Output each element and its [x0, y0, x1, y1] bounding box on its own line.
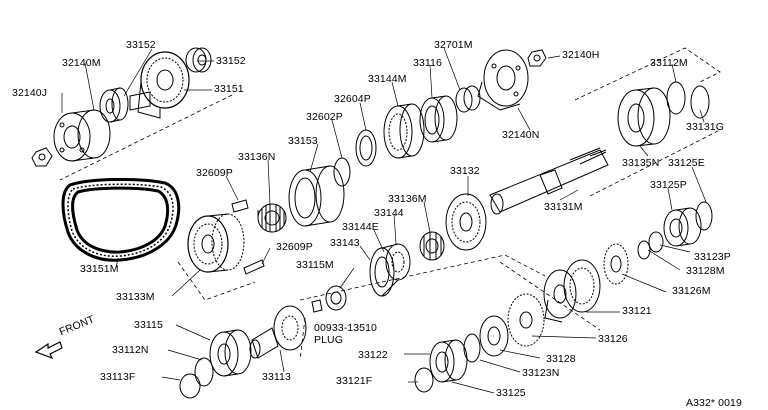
part-label-33123n: 33123N	[522, 367, 560, 379]
gear-33132-drawing	[445, 193, 487, 251]
part-label-32609p-a: 32609P	[196, 167, 233, 179]
ring-32604p-drawing	[355, 129, 377, 167]
part-label-33128: 33128	[546, 353, 576, 365]
part-label-33136m: 33136M	[388, 193, 427, 205]
part-label-32140h: 32140H	[562, 49, 600, 61]
diagram-code: A332* 0019	[686, 397, 742, 409]
part-label-33144: 33144	[374, 207, 404, 219]
plug-label: 00933-13510 PLUG	[314, 322, 377, 346]
part-label-33143: 33143	[330, 237, 360, 249]
bearing-33152-right-drawing	[185, 47, 212, 73]
part-label-33126m: 33126M	[672, 285, 711, 297]
bearing-33116-drawing	[419, 95, 458, 143]
part-label-33125e: 33125E	[668, 157, 705, 169]
part-label-33135n: 33135N	[622, 157, 660, 169]
part-label-33131m: 33131M	[544, 201, 583, 213]
part-label-32609p-b: 32609P	[276, 241, 313, 253]
part-label-33122: 33122	[358, 349, 388, 361]
part-label-33144m: 33144M	[368, 73, 407, 85]
part-label-33133m: 33133M	[116, 291, 155, 303]
needle-bearing-33136m-drawing	[419, 231, 445, 261]
bearing-33125-drawing	[414, 339, 468, 393]
plug-00933-13510-drawing	[311, 299, 323, 313]
part-label-33132: 33132	[450, 165, 480, 177]
synchro-33144m-drawing	[383, 103, 425, 159]
part-label-33152-b: 33152	[216, 55, 246, 67]
part-label-33144e: 33144E	[342, 221, 379, 233]
flange-32140n-drawing	[477, 49, 529, 111]
part-label-33115: 33115	[134, 319, 163, 331]
gear-33121-drawing	[543, 259, 601, 323]
bearing-32701m-drawing	[455, 85, 481, 113]
part-label-33113: 33113	[262, 371, 291, 383]
part-label-33116: 33116	[413, 57, 442, 69]
sprocket-33133m-drawing	[187, 213, 265, 275]
snap-ring-32602p-drawing	[333, 157, 351, 187]
rings-33112m-33131g-drawing	[666, 81, 710, 119]
ring-33123n-drawing	[463, 333, 481, 363]
part-label-33112m: 33112M	[650, 57, 688, 69]
bearing-33152-left-drawing	[99, 87, 129, 123]
bearing-33115m-drawing	[325, 285, 347, 311]
part-label-33125p: 33125P	[650, 179, 687, 191]
part-label-33121: 33121	[622, 305, 652, 317]
bearing-33135n-drawing	[617, 87, 671, 147]
part-label-33128m: 33128M	[686, 265, 725, 277]
synchro-33144-drawing	[369, 243, 411, 297]
part-label-33151m: 33151M	[80, 263, 119, 275]
part-label-33151: 33151	[214, 83, 244, 95]
part-label-32602p: 32602P	[306, 111, 343, 123]
needle-bearing-33136n-drawing	[257, 203, 287, 233]
gear-33151-drawing	[129, 51, 190, 119]
part-label-32140j: 32140J	[12, 87, 48, 99]
output-gear-33113-drawing	[249, 305, 307, 359]
part-label-32140n: 32140N	[502, 129, 540, 141]
part-label-33112n: 33112N	[112, 344, 149, 356]
assembly-dashed-outlines	[59, 47, 721, 361]
part-label-33136n: 33136N	[238, 151, 276, 163]
part-label-33125: 33125	[496, 387, 526, 399]
pin-32609p-top-drawing	[231, 199, 249, 213]
part-label-32604p: 32604P	[334, 93, 371, 105]
part-label-32140m: 32140M	[62, 57, 101, 69]
sleeve-33153-drawing	[288, 165, 345, 227]
leader-lines	[61, 47, 707, 394]
shaft-33131m-drawing	[489, 147, 609, 215]
part-label-33113f: 33113F	[100, 371, 136, 383]
chain-33151m-drawing	[61, 178, 181, 262]
sprocket-33126-drawing	[507, 293, 545, 347]
front-arrow-icon	[34, 341, 63, 360]
part-label-33131g: 33131G	[686, 121, 724, 133]
part-label-33121f: 33121F	[336, 375, 373, 387]
bearing-33125p-drawing	[637, 201, 713, 260]
nut-32140h-drawing	[527, 49, 547, 67]
washer-33128-drawing	[479, 315, 509, 357]
gear-33126m-drawing	[603, 243, 629, 285]
part-label-33126: 33126	[598, 333, 628, 345]
bearing-33115-drawing	[179, 329, 252, 399]
part-label-33152-a: 33152	[126, 39, 156, 51]
part-label-32701m: 32701M	[434, 39, 473, 51]
part-label-33123p: 33123P	[694, 251, 731, 263]
part-label-33153: 33153	[288, 135, 318, 147]
part-label-33115m: 33115M	[296, 259, 334, 271]
flange-32140j-drawing	[31, 109, 111, 167]
